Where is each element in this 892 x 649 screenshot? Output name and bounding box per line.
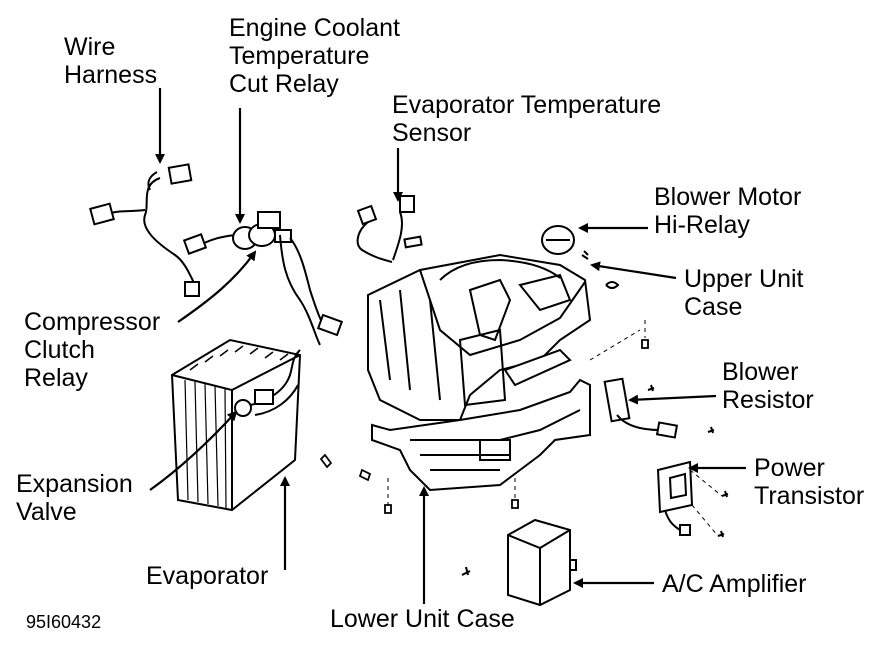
label-ac-amplifier: A/C Amplifier — [662, 570, 807, 598]
label-compressor-clutch-relay: Compressor Clutch Relay — [24, 308, 161, 392]
label-blower-resistor: Blower Resistor — [722, 358, 814, 414]
label-upper-unit-case: Upper Unit Case — [684, 265, 804, 321]
engine-coolant-temp-cut-relay-part — [182, 211, 344, 346]
evaporator-part — [170, 338, 302, 512]
label-evaporator-temperature-sensor: Evaporator Temperature Sensor — [392, 91, 662, 147]
wire-harness-part — [89, 163, 200, 297]
arrow-blower-resistor — [628, 394, 717, 405]
arrow-compressor-relay — [177, 250, 257, 323]
label-wire-harness: Wire Harness — [64, 33, 158, 89]
power-transistor-part — [656, 460, 729, 538]
blower-motor-hi-relay-part — [541, 225, 620, 289]
evaporator-temperature-sensor-part — [356, 195, 423, 263]
callout-arrows — [149, 88, 746, 604]
label-lower-unit-case: Lower Unit Case — [330, 605, 515, 633]
label-expansion-valve: Expansion Valve — [16, 470, 133, 526]
dashed-leader-lines — [387, 320, 723, 537]
blower-resistor-part — [603, 377, 715, 439]
upper-unit-case-part — [367, 253, 592, 421]
arrow-upper-case — [590, 261, 677, 280]
figure-code: 95I60432 — [26, 612, 102, 632]
screws-and-clips — [319, 339, 649, 514]
ac-amplifier-part — [461, 518, 577, 607]
label-evaporator: Evaporator — [146, 562, 269, 590]
arrow-expansion-valve — [149, 410, 238, 491]
label-blower-motor-hi-relay: Blower Motor Hi-Relay — [654, 183, 802, 239]
label-engine-coolant-temp-cut-relay: Engine Coolant Temperature Cut Relay — [229, 14, 400, 98]
lower-unit-case-part — [371, 378, 591, 492]
label-power-transistor: Power Transistor — [754, 454, 865, 510]
